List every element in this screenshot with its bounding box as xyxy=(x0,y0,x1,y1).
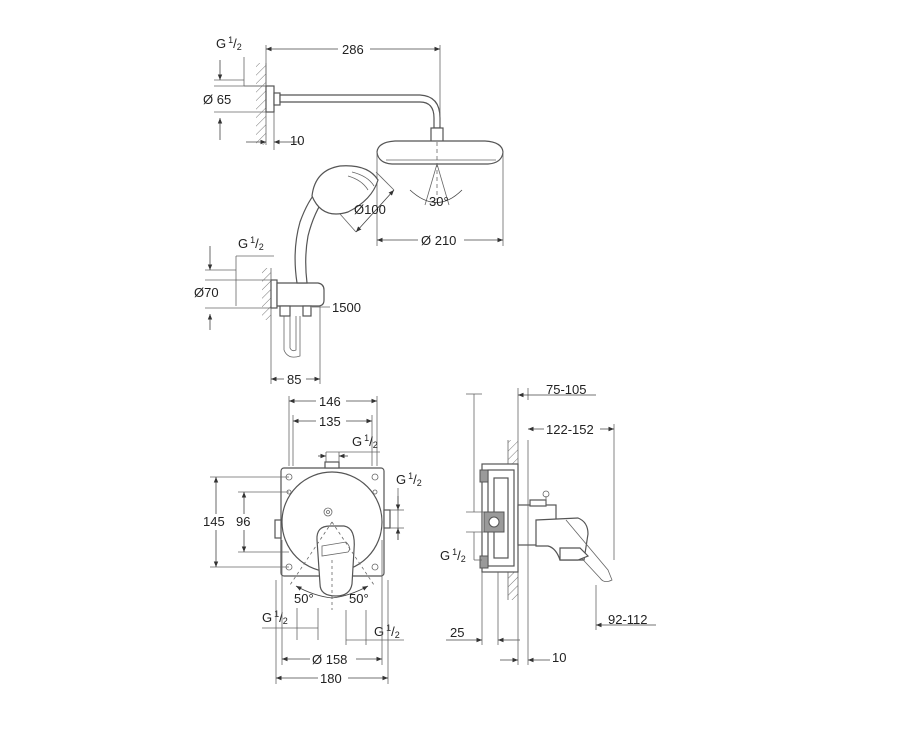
rosette-diameter-label: Ø 158 xyxy=(312,652,347,667)
width-inner-label: 135 xyxy=(319,414,341,429)
flange-diameter-label: Ø 65 xyxy=(203,92,231,107)
shower-arm-flange xyxy=(265,85,275,113)
wall-hatch xyxy=(256,63,266,145)
width-outer-label: 146 xyxy=(319,394,341,409)
wall-offset-label: 10 xyxy=(290,133,304,148)
depth-range-2-label: 122-152 xyxy=(546,422,594,437)
height-outer-label: 145 xyxy=(203,514,225,529)
wall-outlet xyxy=(270,279,278,309)
projection-label: 85 xyxy=(287,372,301,387)
wall-hatch xyxy=(262,268,271,320)
outlet-diameter-label: Ø70 xyxy=(194,285,219,300)
offset-bottom-label: 10 xyxy=(552,650,566,665)
height-inner-label: 96 xyxy=(236,514,250,529)
hose-length-label: 1500 xyxy=(332,300,361,315)
hand-head-diameter-label: Ø100 xyxy=(354,202,386,217)
handle-range-label: 92-112 xyxy=(608,612,648,627)
rosette-width-label: 180 xyxy=(320,671,342,686)
mixer-lever xyxy=(316,525,355,597)
arm-length-label: 286 xyxy=(342,42,364,57)
angle-left-label: 50° xyxy=(294,591,314,606)
angle-right-label: 50° xyxy=(349,591,369,606)
shower-arm xyxy=(279,94,441,129)
offset-left-label: 25 xyxy=(450,625,464,640)
head-diameter-label: Ø 210 xyxy=(421,233,456,248)
shower-head xyxy=(376,140,504,165)
spray-angle-label: 30° xyxy=(429,194,449,209)
depth-range-1-label: 75-105 xyxy=(546,382,586,397)
